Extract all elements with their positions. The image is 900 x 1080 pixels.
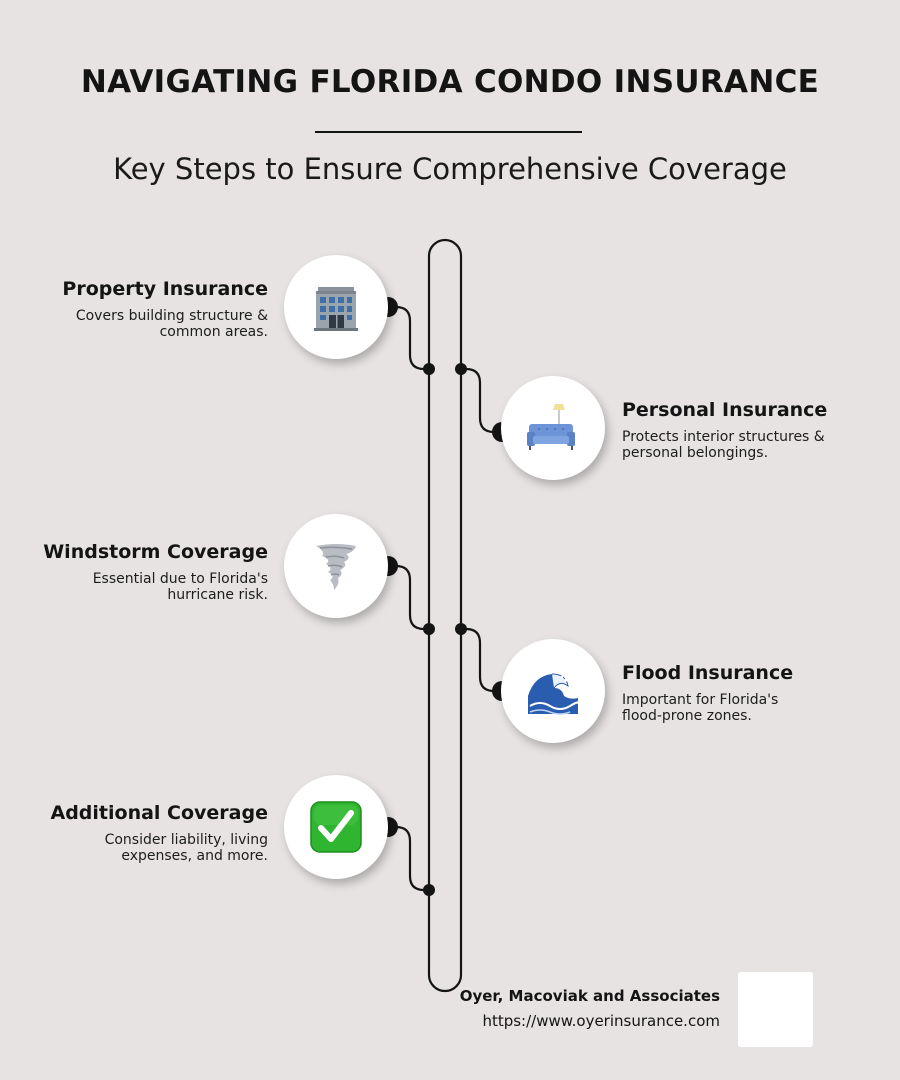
connector-node [455, 623, 467, 635]
page-title: NAVIGATING FLORIDA CONDO INSURANCE [80, 64, 820, 100]
connector-personal [461, 367, 502, 434]
office-building-icon [314, 287, 358, 331]
additional-icon-circle [284, 775, 388, 879]
connector-additional [388, 825, 429, 892]
step-property: Property Insurance Covers building struc… [18, 278, 268, 340]
connector-property [388, 305, 429, 371]
company-name: Oyer, Macoviak and Associates [459, 987, 720, 1005]
company-logo [738, 972, 813, 1047]
step-title: Windstorm Coverage [43, 541, 268, 563]
step-description: Essential due to Florida's hurricane ris… [92, 571, 268, 603]
page-subtitle: Key Steps to Ensure Comprehensive Covera… [113, 152, 787, 186]
couch-and-lamp-icon [527, 404, 575, 450]
windstorm-icon-circle [284, 514, 388, 618]
company-url[interactable]: https://www.oyerinsurance.com [482, 1012, 720, 1030]
connector-windstorm [388, 564, 429, 631]
connector-node [423, 363, 435, 375]
step-personal: Personal Insurance Protects interior str… [622, 399, 852, 461]
connector-flood [461, 627, 502, 693]
timeline-track [427, 238, 463, 993]
step-description: Important for Florida's flood-prone zone… [622, 692, 779, 724]
step-title: Flood Insurance [622, 662, 794, 684]
connector-node [423, 623, 435, 635]
personal-icon-circle [501, 376, 605, 480]
step-title: Personal Insurance [622, 399, 828, 421]
title-divider [315, 131, 582, 133]
step-flood: Flood Insurance Important for Florida's … [622, 662, 852, 724]
check-mark-button-icon [310, 801, 362, 853]
step-description: Consider liability, living expenses, and… [104, 832, 268, 864]
step-additional: Additional Coverage Consider liability, … [18, 802, 269, 864]
step-title: Additional Coverage [50, 802, 269, 824]
connector-node [423, 884, 435, 896]
connector-node [455, 363, 467, 375]
step-windstorm: Windstorm Coverage Essential due to Flor… [18, 541, 268, 603]
step-description: Protects interior structures & personal … [622, 429, 825, 461]
tornado-icon [316, 544, 356, 590]
water-wave-icon [528, 673, 580, 715]
flood-icon-circle [501, 639, 605, 743]
step-title: Property Insurance [62, 278, 268, 300]
step-description: Covers building structure & common areas… [75, 308, 268, 340]
property-icon-circle [284, 255, 388, 359]
